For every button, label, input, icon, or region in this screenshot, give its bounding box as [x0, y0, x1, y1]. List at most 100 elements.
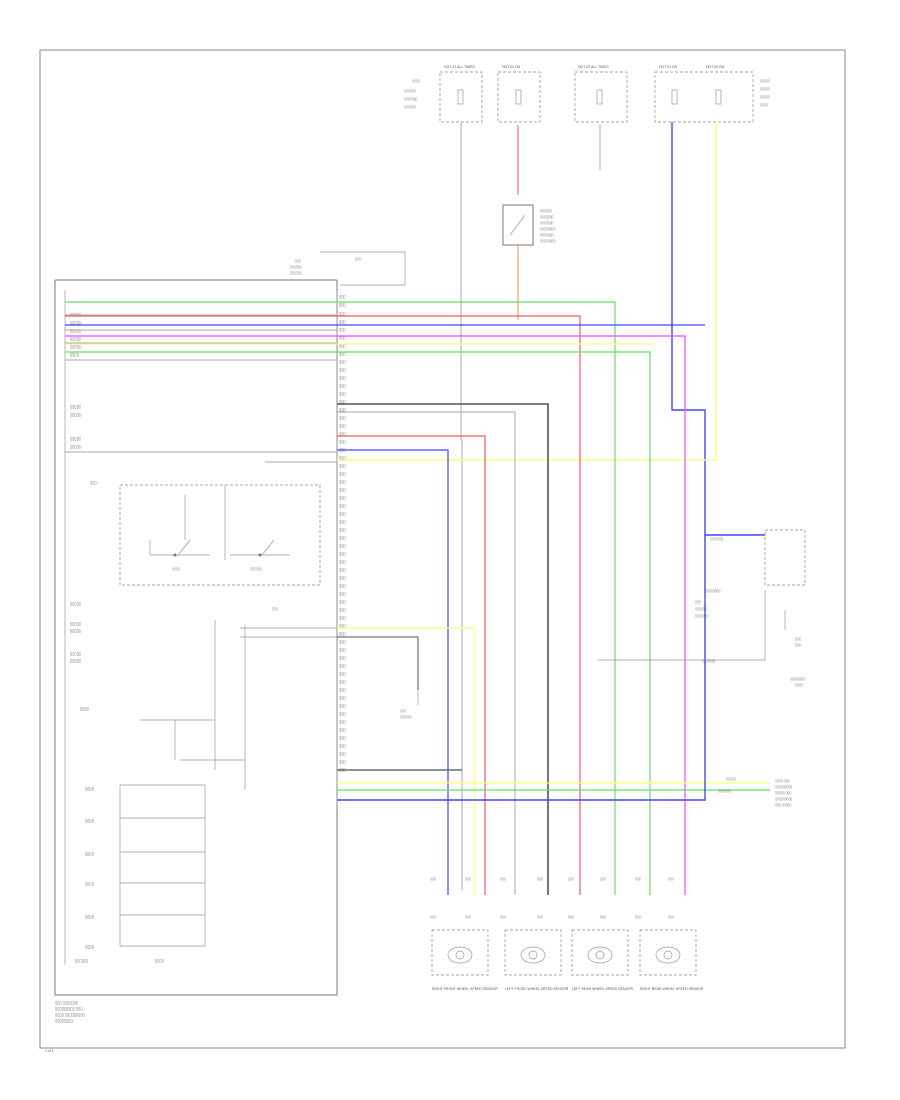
svg-text:▯▯▯▯▯▯▯: ▯▯▯▯▯▯▯ — [710, 537, 724, 541]
svg-text:▯▯▯: ▯▯▯ — [339, 503, 346, 508]
svg-text:▯▯▯▯▯▯▯▯▯: ▯▯▯▯▯▯▯▯▯ — [775, 785, 792, 789]
sensor-lr-label: LEFT REAR WHEEL SPEED SENSOR — [572, 987, 634, 991]
svg-text:▯▯▯: ▯▯▯ — [568, 877, 574, 881]
svg-text:▯▯▯: ▯▯▯ — [339, 439, 346, 444]
module-pin-labels: ▯▯▯▯▯ ▯▯▯▯▯ ▯▯▯▯▯ ▯▯▯▯▯ ▯▯▯▯▯ ▯▯▯▯ ▯▯▯▯▯… — [70, 312, 164, 963]
svg-text:▯▯▯▯: ▯▯▯▯ — [70, 352, 79, 357]
svg-text:▯▯▯: ▯▯▯ — [400, 709, 406, 713]
svg-text:▯▯▯: ▯▯▯ — [339, 367, 346, 372]
svg-text:▯▯▯▯▯: ▯▯▯▯▯ — [70, 412, 81, 417]
svg-text:▯▯▯▯: ▯▯▯▯ — [85, 786, 94, 791]
svg-text:▯▯▯: ▯▯▯ — [537, 915, 543, 919]
svg-text:▯▯▯▯▯▯: ▯▯▯▯▯▯ — [400, 715, 412, 719]
svg-text:▯▯▯▯▯▯▯: ▯▯▯▯▯▯▯ — [718, 789, 732, 793]
fuse-icon — [596, 89, 603, 105]
svg-text:▯▯▯: ▯▯▯ — [430, 915, 436, 919]
fuse-icon — [715, 89, 722, 105]
svg-text:▯▯▯: ▯▯▯ — [339, 607, 346, 612]
fuse-icon — [515, 89, 522, 105]
svg-text:▯▯▯: ▯▯▯ — [635, 915, 641, 919]
svg-text:▯▯▯▯▯: ▯▯▯▯▯ — [70, 404, 81, 409]
svg-text:▯▯▯▯: ▯▯▯▯ — [155, 958, 164, 963]
svg-text:▯▯▯▯▯▯▯▯▯ ▯▯▯: ▯▯▯▯▯▯▯▯▯ ▯▯▯ — [55, 1006, 83, 1011]
fuse-block-group: HOT AT ALL TIMES ▯▯▯▯ ▯▯▯▯▯▯ ▯▯▯▯▯▯▯ ▯▯▯… — [404, 65, 770, 123]
svg-text:▯▯▯: ▯▯▯ — [339, 471, 346, 476]
svg-text:▯▯▯: ▯▯▯ — [272, 607, 278, 611]
svg-text:▯▯▯: ▯▯▯ — [339, 591, 346, 596]
svg-text:▯▯▯▯▯▯: ▯▯▯▯▯▯ — [290, 265, 302, 269]
svg-text:▯▯▯: ▯▯▯ — [339, 391, 346, 396]
svg-text:▯▯▯▯: ▯▯▯▯ — [760, 103, 768, 107]
svg-text:▯▯▯▯▯▯: ▯▯▯▯▯▯ — [75, 958, 88, 963]
svg-text:▯▯▯▯▯: ▯▯▯▯▯ — [70, 336, 81, 341]
svg-text:▯▯▯: ▯▯▯ — [339, 311, 346, 316]
svg-text:▯▯▯: ▯▯▯ — [339, 294, 346, 299]
svg-text:▯▯▯▯▯▯: ▯▯▯▯▯▯ — [250, 567, 262, 571]
svg-text:▯▯▯▯▯▯: ▯▯▯▯▯▯ — [540, 209, 552, 213]
svg-text:▯▯▯: ▯▯▯ — [795, 643, 801, 647]
svg-text:▯▯▯: ▯▯▯ — [339, 383, 346, 388]
svg-text:▯▯▯: ▯▯▯ — [339, 751, 346, 756]
svg-text:▯▯▯: ▯▯▯ — [500, 877, 506, 881]
switch-area — [119, 484, 321, 586]
sensor-right-rear: ▯▯▯ ▯▯▯ ▯▯▯ ▯▯▯ RIGHT REAR WHEEL SPEED S… — [635, 877, 704, 991]
svg-text:▯▯▯: ▯▯▯ — [339, 623, 346, 628]
switch-icon — [149, 539, 210, 557]
svg-text:▯▯▯: ▯▯▯ — [465, 877, 471, 881]
svg-text:▯▯▯: ▯▯▯ — [339, 519, 346, 524]
svg-text:▯▯▯: ▯▯▯ — [500, 915, 506, 919]
fuse-block-4: HOT IN ON — [654, 65, 754, 123]
svg-text:▯▯▯▯▯: ▯▯▯▯▯ — [70, 658, 81, 663]
wheel-sensor-icon — [520, 946, 546, 964]
fuse-block-4-label: HOT IN ON — [659, 65, 677, 69]
svg-text:▯▯▯: ▯▯▯ — [339, 655, 346, 660]
svg-text:▯▯▯▯: ▯▯▯▯ — [412, 79, 420, 83]
svg-text:▯▯▯: ▯▯▯ — [355, 257, 361, 261]
svg-text:▯▯▯: ▯▯▯ — [339, 327, 346, 332]
wheel-sensor-icon — [447, 946, 473, 964]
svg-text:▯▯▯▯▯▯: ▯▯▯▯▯▯ — [695, 607, 707, 611]
switch-icon: ▯▯▯▯▯▯ ▯▯▯▯▯▯▯ ▯▯▯▯▯▯▯ ▯▯▯▯▯▯▯▯ ▯▯▯▯▯▯▯ … — [502, 204, 555, 246]
relay-contacts — [119, 784, 206, 947]
svg-text:▯▯▯▯▯▯▯▯: ▯▯▯▯▯▯▯▯ — [540, 227, 555, 231]
sensor-left-rear: ▯▯▯ ▯▯▯ ▯▯▯ ▯▯▯ LEFT REAR WHEEL SPEED SE… — [568, 877, 634, 991]
svg-text:▯▯▯▯▯▯▯▯: ▯▯▯▯▯▯▯▯ — [790, 677, 805, 681]
fuse-icon — [457, 89, 464, 105]
svg-text:▯▯▯▯▯: ▯▯▯▯▯ — [70, 601, 81, 606]
svg-text:▯▯▯▯▯: ▯▯▯▯▯ — [70, 436, 81, 441]
svg-text:▯▯▯▯▯: ▯▯▯▯▯ — [760, 87, 770, 91]
connector-pins: ▯▯▯ ▯▯▯ ▯▯▯ ▯▯▯ ▯▯▯ ▯▯▯ ▯▯▯ ▯▯▯ ▯▯▯ ▯▯▯ … — [339, 294, 346, 772]
fuse-block-5: HOT IN ON ▯▯▯▯▯ ▯▯▯▯▯ ▯▯▯▯▯ ▯▯▯▯ — [706, 65, 770, 107]
svg-text:▯▯▯▯▯: ▯▯▯▯▯ — [70, 344, 81, 349]
svg-text:▯▯▯▯▯: ▯▯▯▯▯ — [70, 628, 81, 633]
svg-text:▯▯▯: ▯▯▯ — [339, 679, 346, 684]
svg-text:▯▯▯▯: ▯▯▯▯ — [80, 706, 89, 711]
switch-icon — [230, 539, 290, 557]
svg-text:▯▯▯▯▯▯▯: ▯▯▯▯▯▯▯ — [540, 221, 554, 225]
svg-text:▯▯▯▯▯▯▯▯: ▯▯▯▯▯▯▯▯ — [705, 589, 720, 593]
svg-text:▯▯▯: ▯▯▯ — [339, 719, 346, 724]
module-name-block: ▯▯▯ ▯▯▯▯▯▯▯ ▯▯▯▯▯▯▯▯▯ ▯▯▯ ▯▯▯▯ ▯▯▯▯▯▯▯▯▯… — [55, 1000, 85, 1023]
svg-text:▯▯▯: ▯▯▯ — [339, 711, 346, 716]
svg-text:▯▯▯: ▯▯▯ — [339, 639, 346, 644]
sensor-rr-label: RIGHT REAR WHEEL SPEED SENSOR — [640, 987, 704, 991]
svg-text:▯▯▯: ▯▯▯ — [695, 600, 701, 604]
sensor-left-front: ▯▯▯ ▯▯▯ ▯▯▯ ▯▯▯ LEFT FRONT WHEEL SPEED S… — [500, 877, 569, 991]
svg-text:▯▯▯▯▯▯▯: ▯▯▯▯▯▯▯ — [540, 233, 554, 237]
svg-text:▯▯▯▯▯: ▯▯▯▯▯ — [760, 95, 770, 99]
svg-text:▯▯▯: ▯▯▯ — [339, 615, 346, 620]
svg-text:▯▯▯: ▯▯▯ — [339, 495, 346, 500]
fuse-block-2: HOT IN ON — [497, 65, 541, 123]
svg-text:▯▯▯: ▯▯▯ — [600, 877, 606, 881]
svg-text:▯▯▯: ▯▯▯ — [795, 637, 801, 641]
fuse-block-1-label: HOT AT ALL TIMES — [444, 65, 475, 69]
svg-text:▯▯▯ ▯▯▯▯▯▯▯: ▯▯▯ ▯▯▯▯▯▯▯ — [55, 1000, 78, 1005]
svg-text:▯▯▯▯: ▯▯▯▯ — [85, 818, 94, 823]
svg-text:▯▯▯▯▯▯: ▯▯▯▯▯▯ — [404, 89, 416, 93]
ground-icon: ▯▯▯ ▯▯▯▯▯▯ — [400, 690, 419, 719]
svg-text:▯▯▯: ▯▯▯ — [339, 727, 346, 732]
svg-text:▯▯▯: ▯▯▯ — [295, 259, 301, 263]
svg-text:▯▯▯▯▯: ▯▯▯▯▯ — [726, 777, 736, 781]
svg-text:▯▯▯: ▯▯▯ — [339, 399, 346, 404]
svg-text:▯▯▯: ▯▯▯ — [339, 375, 346, 380]
